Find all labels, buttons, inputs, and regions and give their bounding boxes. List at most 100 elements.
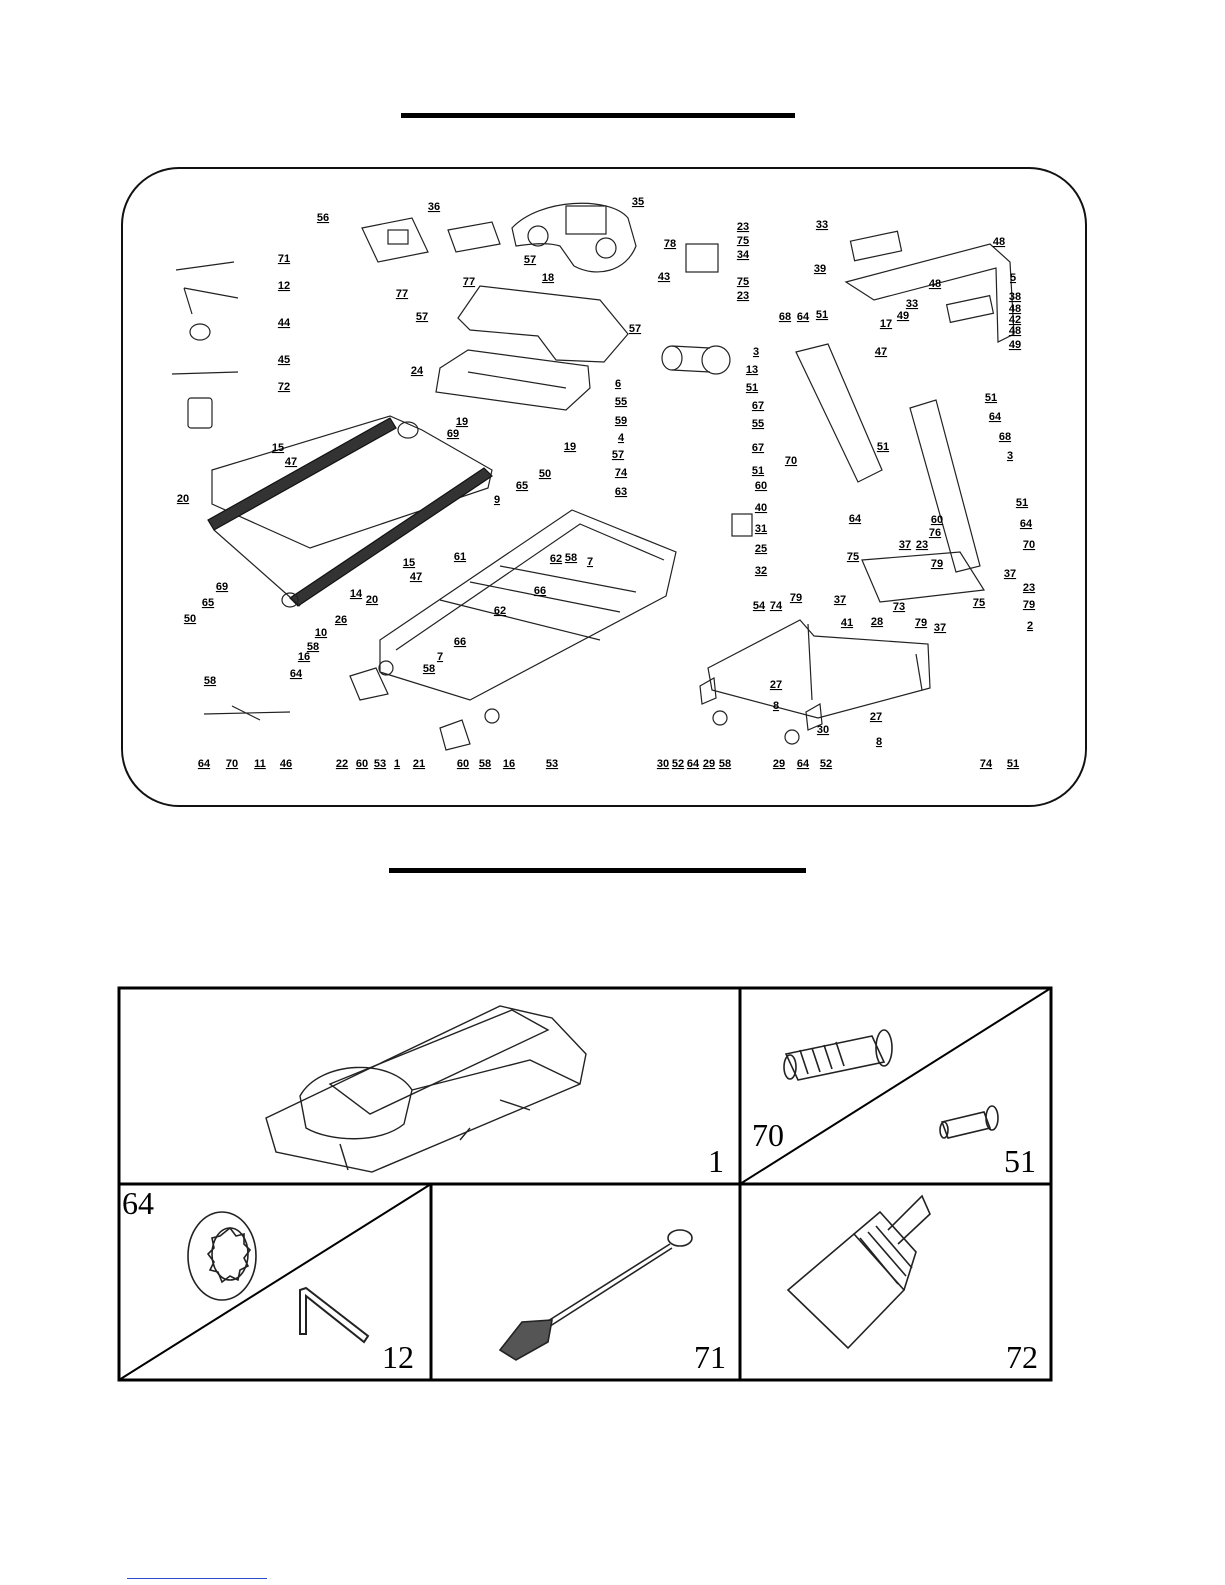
callout-3: 3	[753, 346, 759, 358]
callout-76: 76	[929, 527, 941, 539]
grid-label-51: 51	[1004, 1143, 1036, 1179]
callout-59: 59	[615, 415, 627, 427]
callout-7: 7	[437, 651, 443, 663]
callout-34: 34	[737, 249, 750, 261]
callout-48: 48	[1009, 325, 1021, 337]
callout-74: 74	[770, 600, 783, 612]
callout-50: 50	[184, 613, 196, 625]
callout-47: 47	[285, 456, 297, 468]
callout-48: 48	[993, 236, 1005, 248]
callout-23: 23	[1023, 582, 1035, 594]
callout-40: 40	[755, 502, 767, 514]
callout-67: 67	[752, 442, 764, 454]
grid-label-64: 64	[122, 1185, 154, 1221]
callout-47: 47	[410, 571, 422, 583]
callout-63: 63	[615, 486, 627, 498]
callout-48: 48	[1009, 303, 1021, 315]
callout-38: 38	[1009, 291, 1021, 303]
callout-55: 55	[752, 418, 764, 430]
callout-51: 51	[877, 441, 889, 453]
callout-77: 77	[463, 276, 475, 288]
callout-27: 27	[770, 679, 782, 691]
callout-61: 61	[454, 551, 466, 563]
callout-69: 69	[447, 428, 459, 440]
callout-68: 68	[779, 311, 791, 323]
callout-68: 68	[999, 431, 1011, 443]
callout-11: 11	[254, 758, 266, 770]
callout-20: 20	[177, 493, 189, 505]
callout-75: 75	[973, 597, 985, 609]
callout-51: 51	[816, 309, 828, 321]
callout-23: 23	[916, 539, 928, 551]
title-underline-1	[401, 113, 795, 118]
callout-12: 12	[278, 280, 290, 292]
callout-35: 35	[632, 196, 644, 208]
callout-41: 41	[841, 617, 853, 629]
lubricant-bottle-72-illustration	[786, 1194, 931, 1350]
callout-58: 58	[719, 758, 731, 770]
callout-26: 26	[335, 614, 347, 626]
callout-77: 77	[396, 288, 408, 300]
callout-50: 50	[539, 468, 551, 480]
callout-51: 51	[1007, 758, 1019, 770]
callout-64: 64	[797, 758, 810, 770]
callout-58: 58	[307, 641, 319, 653]
callout-30: 30	[817, 724, 829, 736]
callout-52: 52	[820, 758, 832, 770]
callout-7: 7	[587, 556, 593, 568]
callout-64: 64	[687, 758, 700, 770]
callout-51: 51	[985, 392, 997, 404]
callout-57: 57	[629, 323, 641, 335]
callout-64: 64	[989, 411, 1002, 423]
callout-39: 39	[814, 263, 826, 275]
callout-79: 79	[915, 617, 927, 629]
callout-55: 55	[615, 396, 627, 408]
callout-60: 60	[931, 514, 943, 526]
callout-74: 74	[980, 758, 993, 770]
callout-78: 78	[664, 238, 676, 250]
callout-24: 24	[411, 365, 424, 377]
callout-57: 57	[612, 449, 624, 461]
callout-36: 36	[428, 201, 440, 213]
callout-75: 75	[847, 551, 859, 563]
callout-70: 70	[785, 455, 797, 467]
callout-54: 54	[753, 600, 766, 612]
callout-17: 17	[880, 318, 892, 330]
callout-33: 33	[906, 298, 918, 310]
exploded-view-panel	[121, 167, 1087, 807]
bolt-70-illustration	[783, 1029, 893, 1081]
callout-19: 19	[564, 441, 576, 453]
callout-70: 70	[1023, 539, 1035, 551]
callout-65: 65	[516, 480, 528, 492]
callout-60: 60	[755, 480, 767, 492]
callout-67: 67	[752, 400, 764, 412]
callout-62: 62	[550, 553, 562, 565]
callout-27: 27	[870, 711, 882, 723]
safety-key-71-illustration	[498, 1229, 693, 1361]
callout-57: 57	[524, 254, 536, 266]
callout-73: 73	[893, 601, 905, 613]
callout-30: 30	[657, 758, 669, 770]
callout-37: 37	[834, 594, 846, 606]
callout-42: 42	[1009, 314, 1021, 326]
callout-25: 25	[755, 543, 767, 555]
callout-48: 48	[929, 278, 941, 290]
callout-75: 75	[737, 235, 749, 247]
callout-28: 28	[871, 616, 883, 628]
callout-9: 9	[494, 494, 500, 506]
callout-72: 72	[278, 381, 290, 393]
callout-8: 8	[773, 700, 779, 712]
callout-19: 19	[456, 416, 468, 428]
callout-75: 75	[737, 276, 749, 288]
callout-74: 74	[615, 467, 628, 479]
callout-64: 64	[849, 513, 862, 525]
grid-label-70: 70	[752, 1117, 784, 1153]
callout-21: 21	[413, 758, 425, 770]
callout-49: 49	[897, 310, 909, 322]
callout-37: 37	[1004, 568, 1016, 580]
grid-label-12: 12	[382, 1339, 414, 1375]
callout-4: 4	[618, 432, 625, 444]
callout-51: 51	[752, 465, 764, 477]
allen-wrench-12-illustration	[299, 1286, 370, 1344]
